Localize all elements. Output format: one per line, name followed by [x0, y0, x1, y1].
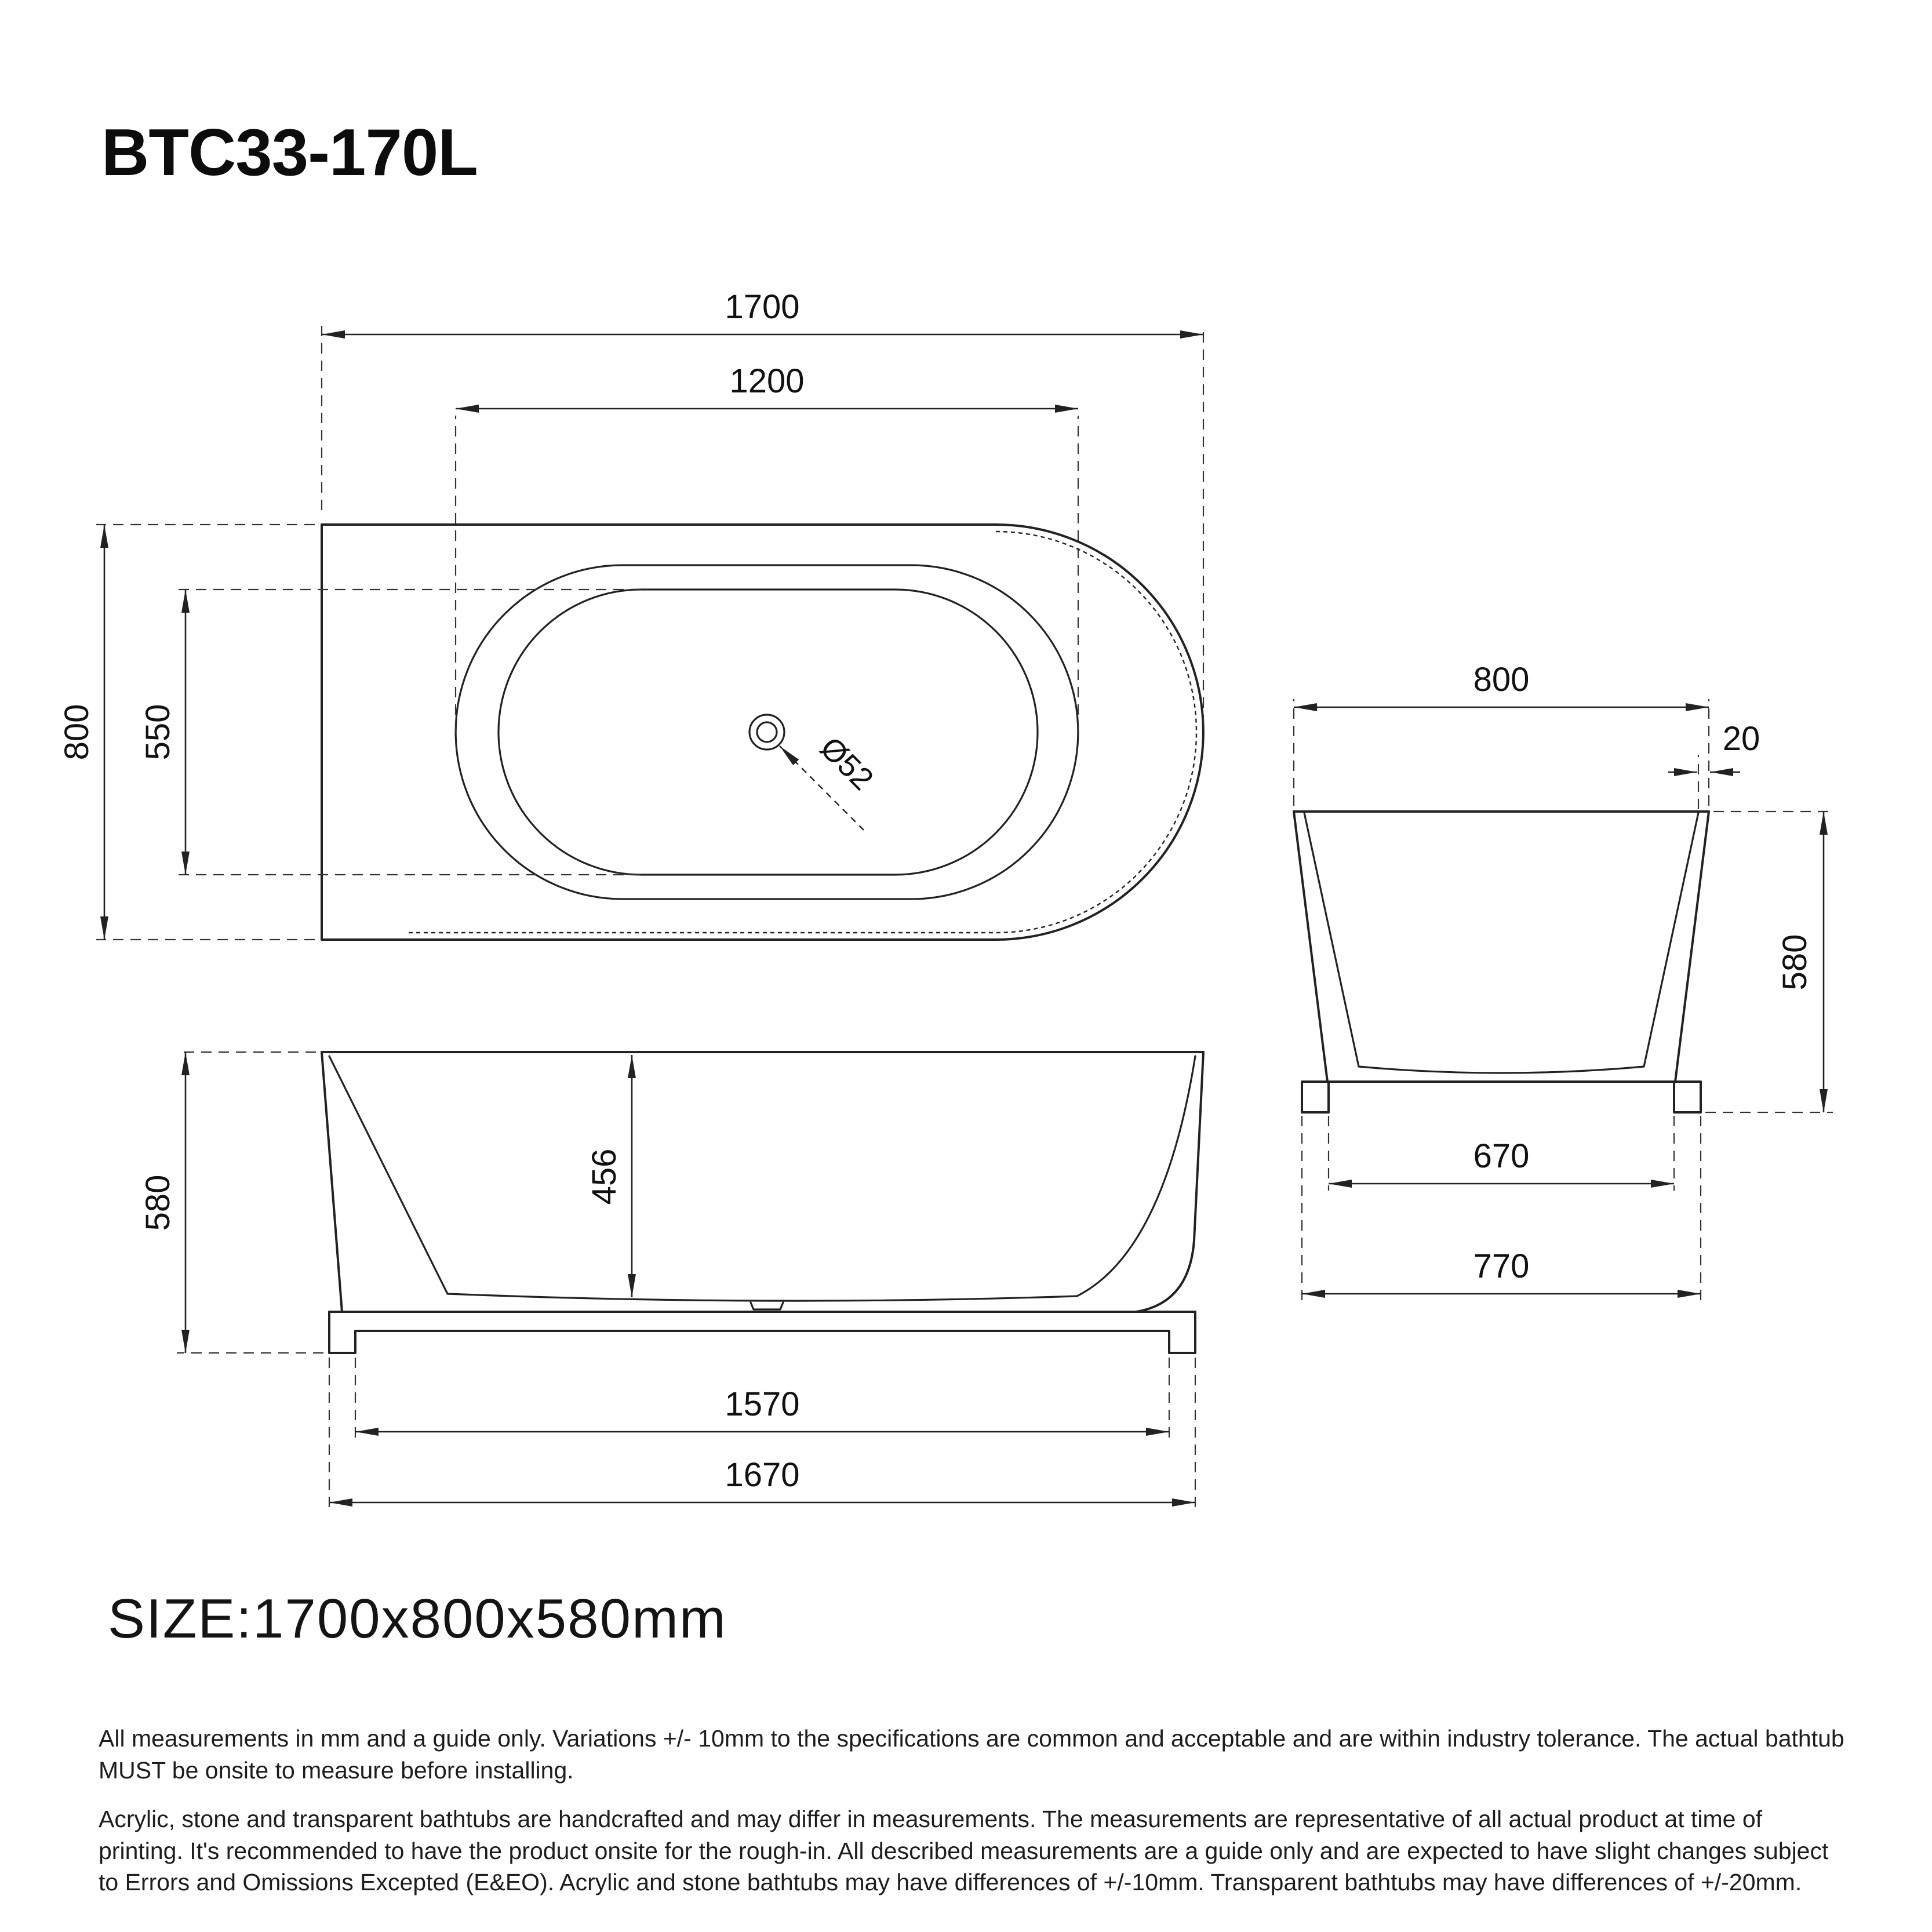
drain-leader-line	[779, 745, 864, 831]
dim-drain-diameter: Ø52	[813, 730, 880, 797]
dim-580-front: 580	[139, 1051, 323, 1354]
dim-label-20: 20	[1723, 720, 1760, 758]
dim-label-580-side: 580	[1776, 934, 1814, 991]
dim-label-800-side: 800	[1473, 661, 1530, 698]
side-right-edge	[1674, 810, 1710, 1083]
dim-1670: 1670	[328, 1358, 1196, 1509]
dim-label-770: 770	[1473, 1247, 1530, 1285]
side-right-foot	[1673, 1080, 1702, 1114]
dim-550: 550	[139, 588, 641, 876]
disclaimer-notes: All measurements in mm and a guide only.…	[99, 1723, 1849, 1916]
tub-rim-inner-plan	[454, 564, 1079, 900]
drain-outer-circle	[748, 714, 785, 751]
front-basin-floor	[446, 1293, 1078, 1302]
side-left-foot	[1301, 1080, 1330, 1114]
fluted-texture-arc	[995, 530, 1198, 934]
dim-label-670: 670	[1473, 1137, 1530, 1175]
dim-800-side: 800	[1293, 661, 1710, 806]
front-plinth	[328, 1311, 1196, 1354]
side-left-edge	[1293, 810, 1329, 1083]
front-left-edge	[321, 1051, 343, 1313]
front-drain-detail	[749, 1301, 784, 1311]
dim-580-side: 580	[1705, 810, 1833, 1114]
dim-label-1570: 1570	[725, 1385, 799, 1423]
dim-label-1200: 1200	[729, 362, 804, 400]
tub-basin-plan	[497, 588, 1039, 876]
dim-800-plan: 800	[58, 523, 315, 941]
front-view: 456 580 1570 1670	[139, 1051, 1205, 1509]
model-title: BTC33-170L	[101, 116, 478, 190]
dim-20: 20	[1668, 720, 1760, 809]
dim-456: 456	[585, 1055, 636, 1297]
dim-label-1700: 1700	[725, 288, 799, 326]
dim-label-800-plan: 800	[58, 704, 96, 761]
dim-670: 670	[1327, 1116, 1675, 1191]
dim-1200: 1200	[454, 362, 1079, 732]
front-right-edge	[1135, 1051, 1205, 1313]
side-inner-bowl	[1303, 812, 1700, 1074]
dim-1700: 1700	[321, 288, 1205, 725]
top-view: Ø52 1700 1200 800	[58, 288, 1205, 941]
dim-label-456: 456	[585, 1149, 623, 1205]
front-inner-right-wall	[1076, 1055, 1196, 1297]
dim-770: 770	[1301, 1116, 1702, 1301]
dim-1570: 1570	[354, 1358, 1170, 1440]
dim-label-1670: 1670	[725, 1456, 799, 1494]
tub-outer-plan	[321, 523, 1205, 941]
dim-label-580-front: 580	[139, 1175, 177, 1231]
overall-size-label: SIZE:1700x800x580mm	[108, 1588, 727, 1650]
front-inner-left-wall	[328, 1055, 449, 1295]
drain-inner-circle	[756, 721, 778, 743]
disclaimer-paragraph-1: All measurements in mm and a guide only.…	[99, 1725, 1844, 1784]
dim-label-550: 550	[139, 704, 177, 761]
disclaimer-paragraph-2: Acrylic, stone and transparent bathtubs …	[99, 1806, 1829, 1896]
side-view: 800 20 580 670	[1293, 661, 1833, 1301]
